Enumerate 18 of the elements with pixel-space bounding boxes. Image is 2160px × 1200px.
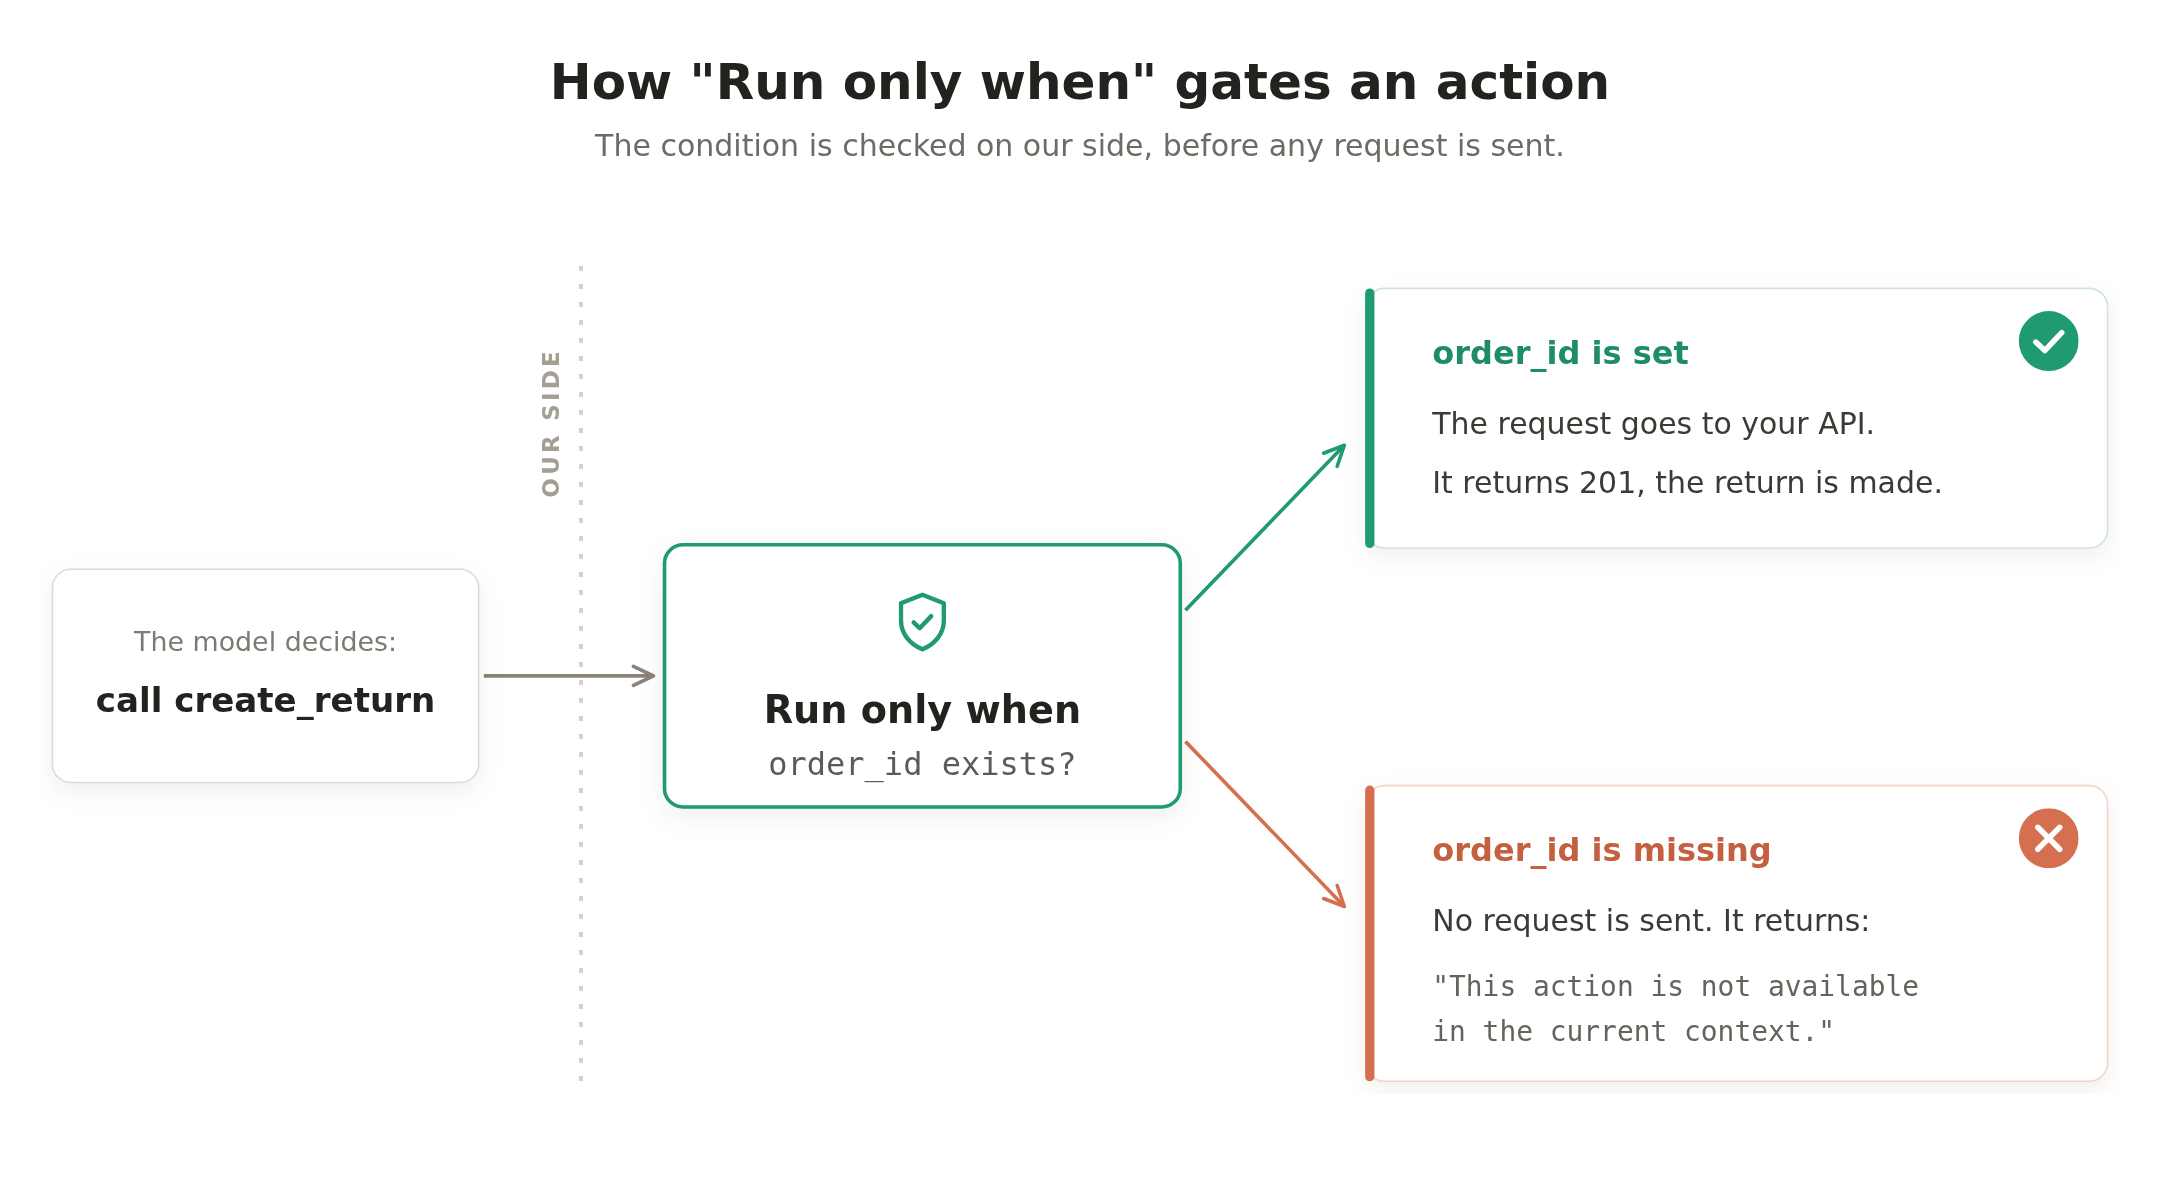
error-message: "This action is not available in the current context." — [1432, 969, 1921, 1050]
step-label: The model decides: — [134, 625, 397, 660]
side-label: OUR SIDE — [539, 347, 563, 498]
node-box — [662, 543, 1183, 809]
step-title: call create_return — [95, 679, 436, 721]
node-box — [51, 568, 480, 784]
subtitle: The condition is checked on our side, before any request is sent. — [595, 128, 1565, 164]
outcome-text: No request is sent. It returns: — [1432, 901, 1871, 941]
outcome-title: order_id is set — [1432, 332, 1689, 374]
outcome-text: It returns 201, the return is made. — [1432, 464, 1943, 503]
diagram-title: How "Run only when" gates an action — [549, 52, 1611, 112]
outcome-title: order_id is missing — [1432, 830, 1772, 871]
arrow — [1184, 740, 1347, 909]
condition-code: order_id exists? — [768, 744, 1077, 782]
gate-title: Run only when — [763, 688, 1082, 733]
arrow — [483, 664, 656, 688]
arrow — [1184, 443, 1347, 612]
outcome-text: The request goes to your API. — [1432, 404, 1876, 443]
